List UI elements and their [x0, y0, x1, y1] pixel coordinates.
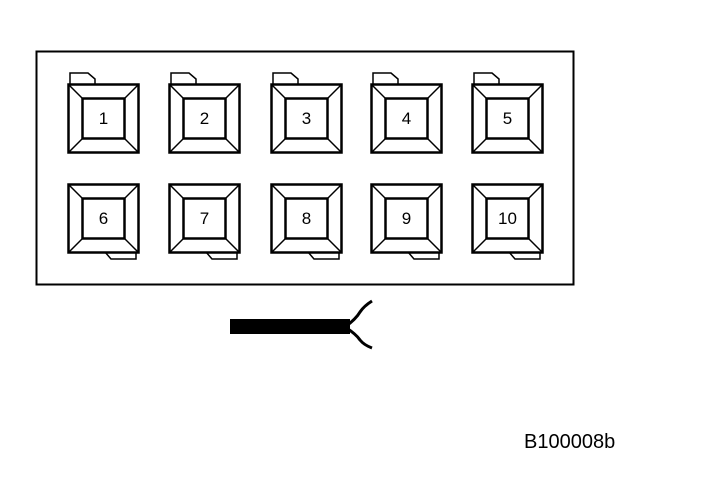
cavity-inner: [485, 197, 530, 240]
latch-tab: [272, 72, 299, 84]
bevel-line: [370, 183, 387, 200]
latch-tab: [407, 251, 440, 260]
cavity-inner: [81, 197, 126, 240]
pin-label: 10: [498, 209, 517, 228]
bevel-line: [123, 137, 140, 154]
pin-cavity-3: 3: [270, 72, 343, 154]
pin-label: 5: [503, 109, 512, 128]
cavity-inner: [384, 197, 429, 240]
wire-bundle: [230, 319, 350, 334]
cavity-inner: [284, 197, 329, 240]
bevel-line: [270, 83, 287, 100]
latch-tab: [473, 72, 500, 84]
pin-cavity-5: 5: [471, 72, 544, 154]
pin-label: 9: [402, 209, 411, 228]
bevel-line: [168, 83, 185, 100]
bevel-line: [326, 137, 343, 154]
pin-label: 2: [200, 109, 209, 128]
latch-tab: [508, 251, 541, 260]
pin-cavity-1: 1: [67, 72, 140, 154]
bevel-line: [426, 183, 443, 200]
latch-tab: [307, 251, 340, 260]
bevel-line: [224, 183, 241, 200]
bevel-line: [168, 237, 185, 254]
bevel-line: [527, 237, 544, 254]
bevel-line: [370, 83, 387, 100]
bevel-line: [123, 237, 140, 254]
latch-tab: [69, 72, 96, 84]
pin-cavities: 1 2 3 4 5 6 7 8 9 10: [67, 72, 544, 260]
pin-label: 7: [200, 209, 209, 228]
bevel-line: [471, 83, 488, 100]
bevel-line: [67, 137, 84, 154]
bevel-line: [224, 237, 241, 254]
bevel-line: [270, 137, 287, 154]
latch-tab: [372, 72, 399, 84]
bevel-line: [471, 137, 488, 154]
cavity-inner: [182, 97, 227, 140]
wire-split-lower: [344, 325, 373, 350]
bevel-line: [270, 237, 287, 254]
pin-cavity-2: 2: [168, 72, 241, 154]
wire-split-upper: [344, 299, 373, 329]
bevel-line: [426, 83, 443, 100]
pin-label: 6: [99, 209, 108, 228]
bevel-line: [326, 237, 343, 254]
bevel-line: [326, 83, 343, 100]
pin-cavity-9: 9: [370, 183, 443, 260]
bevel-line: [67, 237, 84, 254]
bevel-line: [67, 183, 84, 200]
pin-cavity-6: 6: [67, 183, 140, 260]
bevel-line: [527, 137, 544, 154]
bevel-line: [168, 137, 185, 154]
latch-tab: [170, 72, 197, 84]
pin-cavity-10: 10: [471, 183, 544, 260]
bevel-line: [426, 237, 443, 254]
cavity-inner: [485, 97, 530, 140]
bevel-line: [426, 137, 443, 154]
pin-cavity-4: 4: [370, 72, 443, 154]
bevel-line: [224, 137, 241, 154]
pin-label: 4: [402, 109, 411, 128]
reference-code: B100008b: [524, 431, 615, 453]
cavity-inner: [182, 197, 227, 240]
bevel-line: [370, 137, 387, 154]
wire-harness-symbol: [230, 299, 373, 350]
bevel-line: [168, 183, 185, 200]
pin-label: 3: [302, 109, 311, 128]
bevel-line: [270, 183, 287, 200]
bevel-line: [527, 83, 544, 100]
bevel-line: [471, 237, 488, 254]
bevel-line: [123, 183, 140, 200]
bevel-line: [471, 183, 488, 200]
cavity-inner: [81, 97, 126, 140]
latch-tab: [104, 251, 137, 260]
bevel-line: [527, 183, 544, 200]
bevel-line: [224, 83, 241, 100]
pin-label: 8: [302, 209, 311, 228]
pin-label: 1: [99, 109, 108, 128]
bevel-line: [67, 83, 84, 100]
pin-cavity-8: 8: [270, 183, 343, 260]
cavity-inner: [384, 97, 429, 140]
bevel-line: [123, 83, 140, 100]
pin-cavity-7: 7: [168, 183, 241, 260]
bevel-line: [326, 183, 343, 200]
bevel-line: [370, 237, 387, 254]
cavity-inner: [284, 97, 329, 140]
latch-tab: [205, 251, 238, 260]
